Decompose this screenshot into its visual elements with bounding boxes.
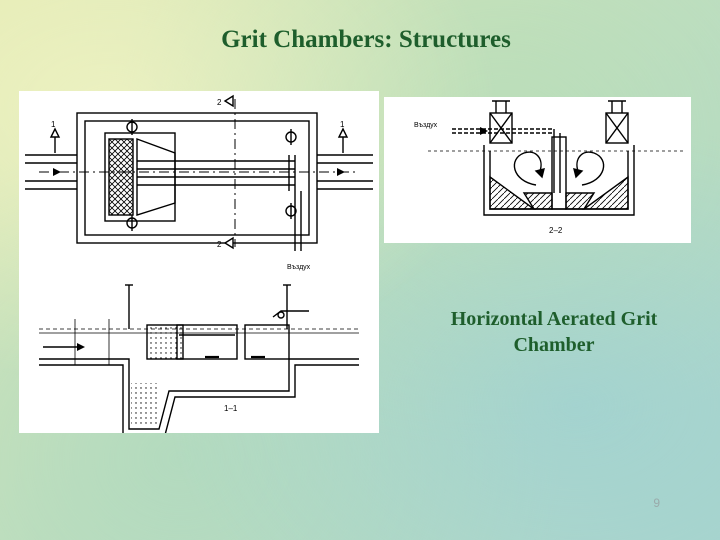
section-2-2-drawing: Въздух 2–2 bbox=[384, 97, 691, 243]
plan-air-label: Въздух bbox=[287, 264, 311, 271]
plan-view bbox=[25, 94, 373, 251]
diagram-caption: Horizontal Aerated Grit Chamber bbox=[404, 306, 704, 358]
caption-line-2: Chamber bbox=[513, 334, 595, 356]
plan-section-mark-1-left: 1 bbox=[51, 120, 56, 129]
plan-and-section-drawing: 1 1 2 2 Въздух bbox=[19, 91, 379, 436]
section-2-2-svg: Въздух 2–2 bbox=[414, 100, 684, 235]
slide-title: Grit Chambers: Structures bbox=[221, 26, 511, 53]
page-number: 9 bbox=[653, 496, 660, 510]
section-2-2-air-label: Въздух bbox=[414, 122, 438, 129]
plan-section-mark-2-bottom: 2 bbox=[217, 240, 222, 249]
section-2-2-label: 2–2 bbox=[549, 226, 563, 235]
plan-and-section-svg: 1 1 2 2 Въздух bbox=[25, 94, 373, 436]
section-1-1-view bbox=[39, 284, 359, 436]
plan-section-mark-2-top: 2 bbox=[217, 98, 222, 107]
section-1-1-label: 1–1 bbox=[224, 404, 238, 413]
caption-line-1: Horizontal Aerated Grit bbox=[450, 308, 658, 330]
plan-section-mark-1-right: 1 bbox=[340, 120, 345, 129]
section-2-2-view bbox=[428, 100, 684, 216]
